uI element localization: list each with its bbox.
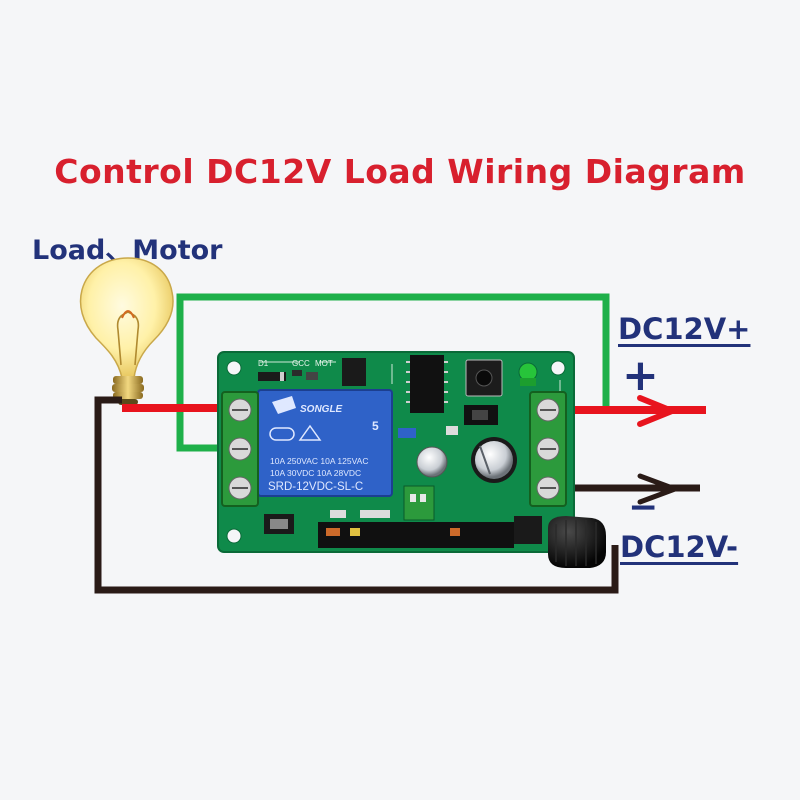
light-bulb-icon [79,257,174,405]
negative-return-wire [94,396,619,594]
relay-rating-line2: 10A 30VDC 10A 28VDC [270,468,361,478]
diagram-title: Control DC12V Load Wiring Diagram [54,152,746,191]
relay-pin-mark: 5 [372,419,379,433]
dc-positive-label: DC12V+ [618,312,751,346]
relay-rating-line1: 10A 250VAC 10A 125VAC [270,456,368,466]
relay-brand-text: SONGLE [300,404,343,415]
relay-component: SONGLE 5 10A 250VAC 10A 125VAC 10A 30VDC… [257,389,393,497]
plus-sign-icon: + [622,350,659,401]
svg-text:D1: D1 [258,359,269,368]
dc-negative-label: DC12V- [620,530,739,564]
terminal-block-right [529,391,567,507]
relay-model-text: SRD-12VDC-SL-C [268,481,363,493]
antenna-knob-icon [548,516,606,568]
svg-text:MOT: MOT [315,359,333,368]
control-wire [176,293,610,452]
svg-text:GCC: GCC [292,359,310,368]
terminal-block-left [221,391,259,507]
minus-sign-icon: − [628,487,659,528]
